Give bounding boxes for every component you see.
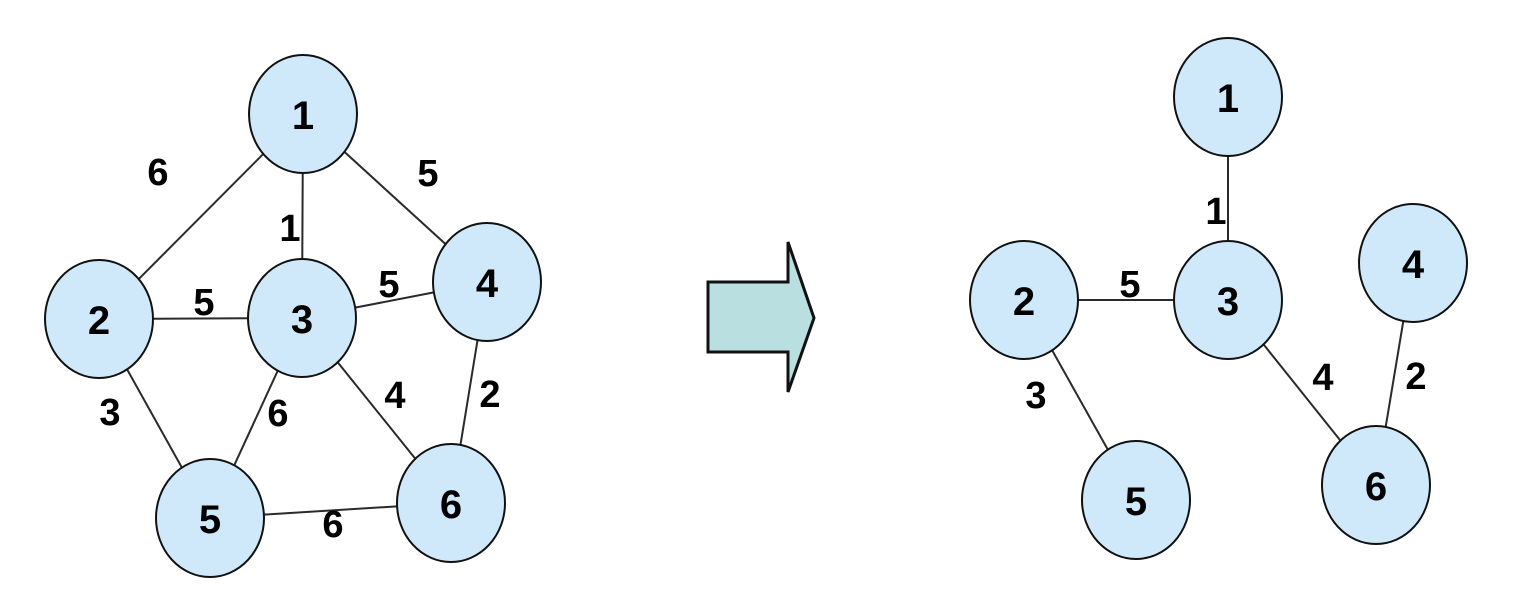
graph-node-label-4: 4 [476,262,499,306]
graph-edge-weight-1-3: 1 [279,208,300,250]
graph-edge-3-6 [336,361,417,460]
graph-edge-weight-3-4: 5 [378,264,399,306]
graph-node-circle-6 [396,443,506,563]
tree-edge-weight-2-5: 3 [1025,375,1046,417]
tree-edge-weight-3-6: 4 [1312,357,1333,399]
graph-node-circle-2 [44,259,154,379]
graph-edge-5-6 [263,505,398,516]
graph-node-1: 1 [248,54,358,174]
tree-node-label-3: 3 [1217,280,1239,324]
tree-node-label-5: 5 [1125,480,1147,524]
tree-node-circle-2 [969,240,1079,360]
minimum-spanning-tree: 1 5 3 4 2 1 2 3 4 5 6 [969,37,1468,560]
graph-node-label-6: 6 [440,483,462,527]
graph-edge-weight-2-5: 3 [99,392,120,434]
tree-node-circle-1 [1173,37,1283,157]
tree-node-label-2: 2 [1013,280,1035,324]
tree-edge-3-6 [1262,343,1342,442]
graph-edge-3-4 [354,291,435,309]
graph-edge-weight-5-6: 6 [322,504,343,546]
original-graph: 6 1 5 5 5 3 6 4 2 6 1 2 3 4 5 6 [44,54,542,578]
graph-edge-1-4 [343,151,447,245]
tree-node-4: 4 [1358,203,1468,323]
tree-edge-4-6 [1384,320,1405,428]
tree-node-circle-3 [1173,240,1283,360]
graph-edge-4-6 [459,339,479,446]
graph-node-label-3: 3 [291,298,313,342]
tree-node-circle-5 [1081,440,1191,560]
graph-edge-weight-3-6: 4 [384,375,405,417]
graph-edge-weight-4-6: 2 [479,374,500,416]
tree-node-6: 6 [1321,425,1431,545]
graph-edge-weight-2-3: 5 [193,282,214,324]
graph-node-circle-4 [432,222,542,342]
graph-node-circle-3 [247,258,357,378]
graph-node-3: 3 [247,258,357,378]
graph-node-label-1: 1 [292,94,314,138]
tree-node-circle-4 [1358,203,1468,323]
tree-node-label-6: 6 [1365,465,1387,509]
tree-node-3: 3 [1173,240,1283,360]
graph-edge-weight-1-2: 6 [147,152,168,194]
graph-node-6: 6 [396,443,506,563]
tree-edge-weight-1-3: 1 [1205,191,1226,233]
graph-edge-weight-3-5: 6 [267,393,288,435]
graph-node-2: 2 [44,259,154,379]
graph-edge-1-2 [138,153,264,280]
graph-node-circle-1 [248,54,358,174]
graph-node-5: 5 [155,458,265,578]
graph-node-label-5: 5 [199,498,221,542]
graph-node-label-2: 2 [88,299,110,343]
graph-node-4: 4 [432,222,542,342]
graph-edge-weight-1-4: 5 [417,153,438,195]
tree-edge-weight-2-3: 5 [1119,264,1140,306]
tree-node-2: 2 [969,240,1079,360]
tree-node-circle-6 [1321,425,1431,545]
tree-node-5: 5 [1081,440,1191,560]
tree-node-label-1: 1 [1217,77,1239,121]
graph-node-circle-5 [155,458,265,578]
tree-edge-2-5 [1051,349,1109,451]
tree-node-label-4: 4 [1402,243,1425,287]
tree-node-1: 1 [1173,37,1283,157]
right-arrow-icon [706,241,816,393]
graph-edge-2-5 [126,368,183,469]
graph-edge-3-5 [233,370,279,466]
tree-edge-weight-4-6: 2 [1405,356,1426,398]
